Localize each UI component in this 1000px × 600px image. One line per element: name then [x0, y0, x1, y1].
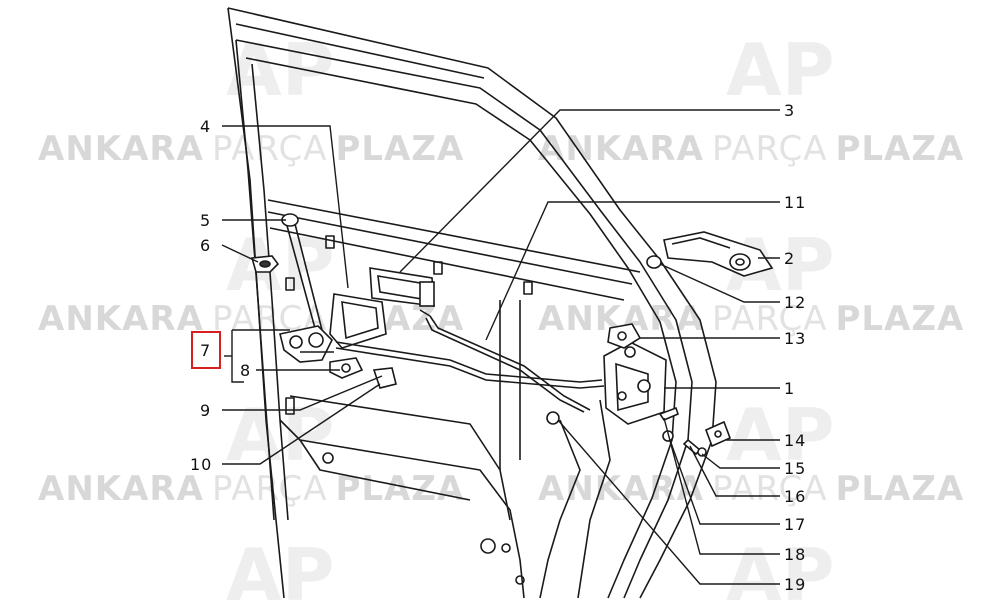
watermark-brand: ANKARA [38, 299, 204, 339]
part-lock-actuator [279, 325, 334, 363]
watermark-logos: AP AP AP AP AP AP AP AP [226, 28, 835, 600]
watermark-brand: ANKARA [38, 469, 204, 509]
callout-labels: 4 5 6 7 8 9 10 3 11 2 12 13 1 14 15 16 1… [190, 101, 806, 594]
callout-label-13: 13 [784, 329, 806, 348]
callout-label-14: 14 [784, 431, 806, 450]
callout-label-8: 8 [240, 361, 251, 380]
part-handle-bezel [329, 293, 387, 349]
callout-label-19: 19 [784, 575, 806, 594]
watermark-brand: PARÇA [712, 129, 828, 169]
watermark-brand: PLAZA [835, 469, 964, 509]
callout-label-16: 16 [784, 487, 806, 506]
watermark-brand: PLAZA [335, 129, 464, 169]
callout-label-4: 4 [200, 117, 211, 136]
part-link-clip [607, 323, 642, 349]
callout-label-9: 9 [200, 401, 211, 420]
watermark-brand: ANKARA [538, 129, 704, 169]
part-inner-handle [369, 267, 435, 307]
watermark-logo: AP [726, 533, 835, 600]
watermark-brand: ANKARA [38, 129, 204, 169]
callout-label-17: 17 [784, 515, 806, 534]
highlight-box [191, 331, 221, 369]
watermark-logo: AP [726, 28, 835, 112]
callout-label-10: 10 [190, 455, 212, 474]
part-striker-plate [704, 420, 732, 448]
part-lock-mechanism [603, 341, 667, 425]
callout-label-7: 7 [200, 341, 211, 360]
watermark-brand: PLAZA [835, 299, 964, 339]
watermark-brand: PARÇA [712, 299, 828, 339]
watermark-logo: AP [226, 223, 335, 307]
part-screws [546, 406, 707, 457]
callout-label-12: 12 [784, 293, 806, 312]
watermark-brand: PARÇA [712, 469, 828, 509]
part-clip [250, 255, 280, 273]
callout-label-1: 1 [784, 379, 795, 398]
part-control-rods [335, 309, 605, 413]
watermark-brand: PLAZA [335, 469, 464, 509]
callout-label-2: 2 [784, 249, 795, 268]
watermark-brand: PLAZA [835, 129, 964, 169]
watermark-logo: AP [226, 393, 335, 477]
watermark-brand: PARÇA [212, 129, 328, 169]
callout-label-6: 6 [200, 236, 211, 255]
leader-lines [221, 109, 780, 585]
callout-label-11: 11 [784, 193, 806, 212]
watermark-logo: AP [726, 393, 835, 477]
callout-label-3: 3 [784, 101, 795, 120]
callout-label-5: 5 [200, 211, 211, 230]
watermark-brand: PARÇA [212, 469, 328, 509]
part-outer-handle [663, 231, 774, 277]
part-key-cylinder-cap [646, 255, 662, 269]
callout-label-18: 18 [784, 545, 806, 564]
callout-label-15: 15 [784, 459, 806, 478]
